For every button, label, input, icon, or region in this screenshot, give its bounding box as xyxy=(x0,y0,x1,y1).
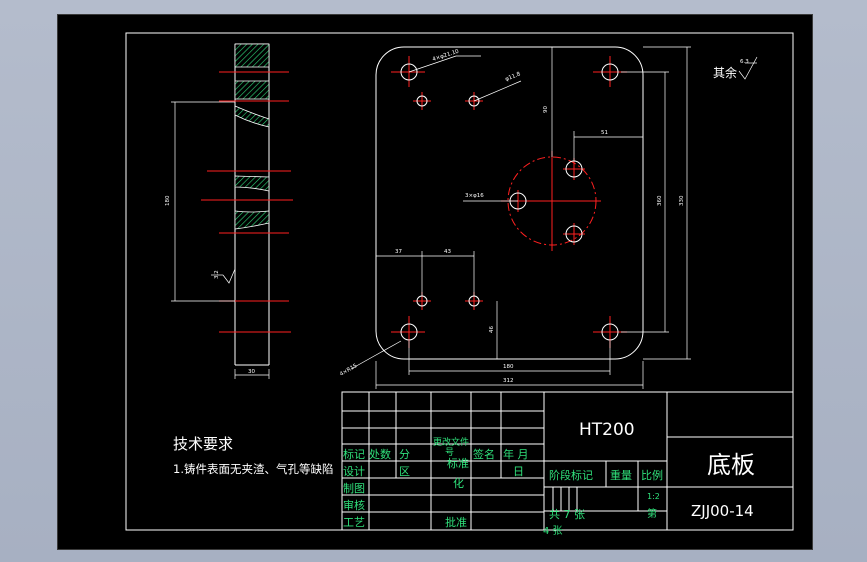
hole-label-1: 4×φ21.10 xyxy=(432,49,460,63)
side-section-view: 180 30 3.2 xyxy=(165,43,293,379)
tb-sign: 签名 xyxy=(473,447,495,461)
tb-sheet-index-ch: 第 xyxy=(647,507,657,520)
tb-draw: 制图 xyxy=(343,482,365,495)
tb-ratio: 比例 xyxy=(641,468,663,482)
dim-312: 312 xyxy=(503,378,514,384)
dim-43: 43 xyxy=(444,249,451,255)
drawing-number-text: ZJJ00-14 xyxy=(691,502,754,520)
tb-zone2: 分 xyxy=(399,448,410,461)
dim-30-side: 30 xyxy=(248,369,255,375)
tb-standard: 标准 xyxy=(447,456,469,470)
tb-scale: 1:2 xyxy=(647,492,660,501)
cad-viewport[interactable]: 180 30 3.2 xyxy=(57,14,813,550)
tb-mark: 标记 xyxy=(343,447,365,461)
dim-right-outer: 330 xyxy=(679,195,685,206)
tb-check: 审核 xyxy=(343,498,365,512)
tb-date2: 日 xyxy=(513,465,524,478)
dim-180-bottom: 180 xyxy=(503,364,514,370)
drawing-canvas: 180 30 3.2 xyxy=(125,32,794,537)
tb-process: 工艺 xyxy=(343,516,365,529)
material-text: HT200 xyxy=(579,420,635,440)
title-block: HT200 底板 ZJJ00-14 标记 处数 分 区 更改文件 号 签名 年 … xyxy=(341,391,794,537)
tb-sheet-index: 4 张 xyxy=(543,525,563,537)
roughness-note-value: 6.3 xyxy=(740,59,749,65)
front-view: 4×φ21.10 φ11.8 3×φ16 4×R15 90 51 37 43 4… xyxy=(339,46,691,389)
hole-label-4: 3×φ16 xyxy=(465,193,484,199)
tb-sheet-total: 共 7 张 xyxy=(549,508,585,521)
roughness-note-text: 其余 xyxy=(713,65,737,80)
tb-zone: 处数 xyxy=(369,448,391,461)
part-name-text: 底板 xyxy=(707,451,755,479)
dim-180-side: 180 xyxy=(165,195,171,206)
tb-date: 年 月 xyxy=(503,447,529,461)
dim-37: 37 xyxy=(395,249,402,255)
tb-weight: 重量 xyxy=(610,468,632,482)
roughness-note: 其余 6.3 xyxy=(713,56,758,80)
tb-zone3: 区 xyxy=(399,465,410,478)
hole-label-2: φ11.8 xyxy=(505,71,522,83)
tb-approve: 批准 xyxy=(445,515,467,529)
tb-design: 设计 xyxy=(343,465,365,478)
tech-requirements-title: 技术要求 xyxy=(173,435,233,453)
tb-stage: 阶段标记 xyxy=(549,468,593,482)
section-roughness: 3.2 xyxy=(214,270,220,279)
dim-51: 51 xyxy=(601,130,608,136)
corner-radius-label: 4×R15 xyxy=(339,363,359,378)
tb-standard2: 化 xyxy=(453,476,464,490)
dim-90: 90 xyxy=(543,106,549,113)
tb-doc: 更改文件 xyxy=(433,436,469,448)
tb-doc2: 号 xyxy=(445,447,454,458)
drawing-border xyxy=(125,32,794,531)
dim-right-inner: 360 xyxy=(657,195,663,206)
dim-46: 46 xyxy=(489,326,495,333)
tech-requirements-item1: 1.铸件表面无夹渣、气孔等缺陷 xyxy=(173,462,333,476)
